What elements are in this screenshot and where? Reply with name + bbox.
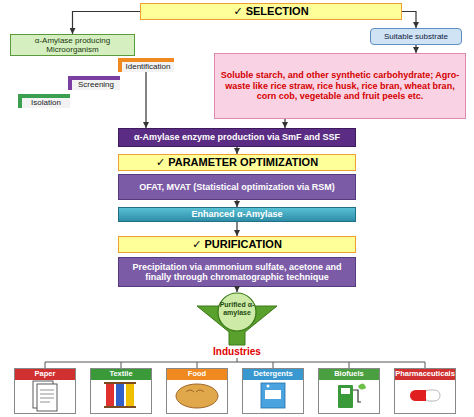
node-text: Enhanced α-Amylase <box>191 209 282 219</box>
node-text: Pharmaceuticals <box>395 369 455 380</box>
flow-arrow <box>402 12 416 29</box>
flow-arrow <box>73 12 141 35</box>
industry-box: Paper <box>14 368 76 414</box>
step-box: Isolation <box>18 94 70 108</box>
node-text: Textile <box>91 369 151 380</box>
flow-arrow <box>236 147 237 154</box>
flow-arrow <box>236 287 237 292</box>
substrate-box: Soluble starch, and other synthetic carb… <box>214 53 466 119</box>
stage-heading: ✓ PARAMETER OPTIMIZATION <box>118 154 356 171</box>
industry-box: Biofuels <box>318 368 380 414</box>
node-text: Screening <box>78 80 114 89</box>
node-text: Isolation <box>31 98 61 107</box>
stage-heading: ✓ PURIFICATION <box>118 236 356 253</box>
node-text: Detergents <box>243 369 303 380</box>
process-box: Precipitation via ammonium sulfate, acet… <box>118 257 356 287</box>
node-text: Identification <box>126 62 171 71</box>
node-text: Biofuels <box>319 369 379 380</box>
section-label: Industries <box>187 346 287 357</box>
funnel-disc <box>218 293 256 331</box>
node-text: OFAT, MVAT (Statistical optimization via… <box>139 182 335 192</box>
flow-arrow <box>236 200 237 207</box>
step-box: Identification <box>118 58 174 72</box>
node-text: Soluble starch, and other synthetic carb… <box>219 70 461 101</box>
process-box: α-Amylase enzyme production via SmF and … <box>118 128 356 147</box>
industry-box: Textile <box>90 368 152 414</box>
node-text: Paper <box>15 369 75 380</box>
node-text: α-Amylase producing Microorganism <box>11 36 134 54</box>
funnel-outline <box>195 292 279 346</box>
node-text: α-Amylase enzyme production via SmF and … <box>134 132 340 142</box>
node-text: Purified α-amylase <box>219 301 255 317</box>
industry-box: Detergents <box>242 368 304 414</box>
node-text: ✓ SELECTION <box>233 5 308 18</box>
node-text: Precipitation via ammonium sulfate, acet… <box>125 262 349 283</box>
flow-arrow <box>415 45 416 53</box>
source-box: α-Amylase producing Microorganism <box>10 34 135 56</box>
node-text: ✓ PARAMETER OPTIMIZATION <box>156 156 318 169</box>
flow-arrow <box>284 119 285 128</box>
industry-box: Food <box>166 368 228 414</box>
node-text: Suitable substrate <box>384 32 448 41</box>
node-text: ✓ PURIFICATION <box>192 238 282 251</box>
industry-box: Pharmaceuticals <box>394 368 456 414</box>
result-box: Enhanced α-Amylase <box>118 207 356 222</box>
step-box: Screening <box>68 76 120 90</box>
stage-heading: ✓ SELECTION <box>140 3 402 20</box>
flow-arrow <box>236 222 237 236</box>
source-box: Suitable substrate <box>370 28 462 45</box>
funnel-shape: Purified α-amylase <box>195 292 279 346</box>
flow-arrow <box>145 72 146 128</box>
industry-bracket <box>45 358 425 368</box>
process-box: OFAT, MVAT (Statistical optimization via… <box>118 174 356 200</box>
node-text: Food <box>167 369 227 380</box>
